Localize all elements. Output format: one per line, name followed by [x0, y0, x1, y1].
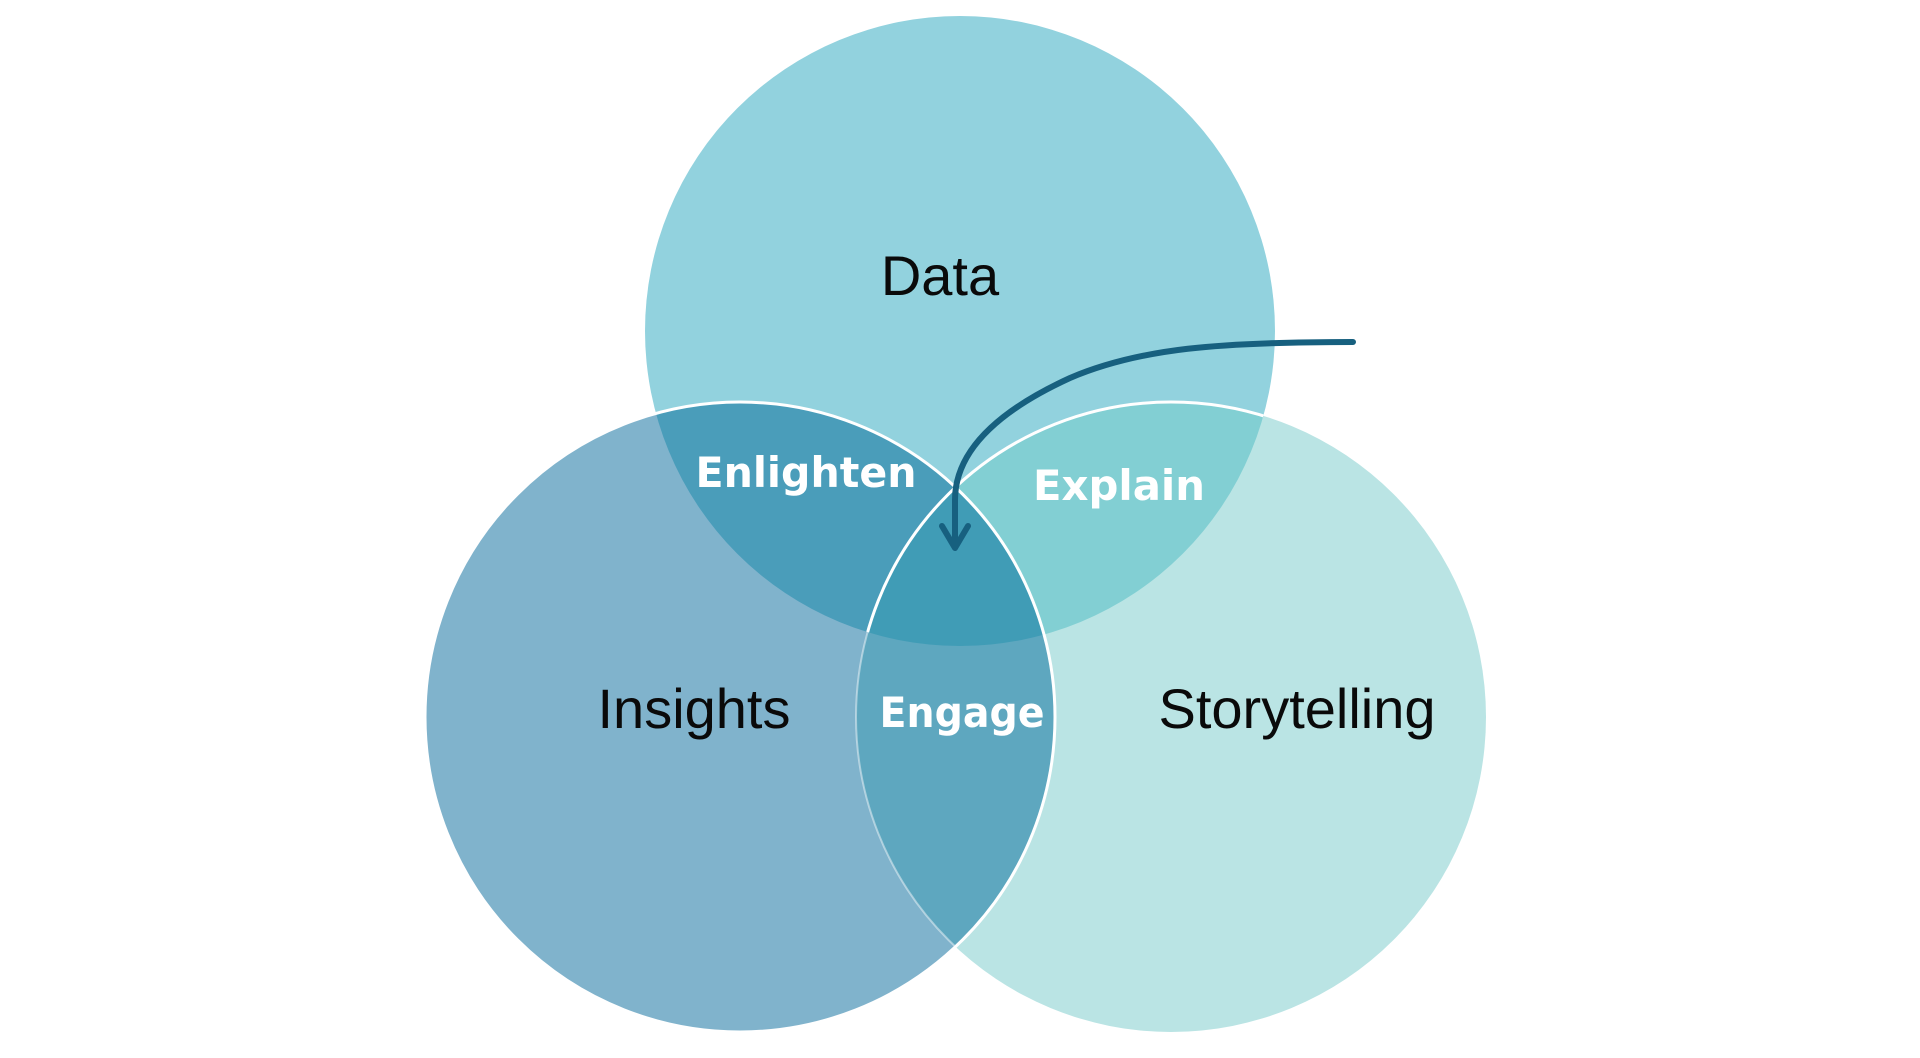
storytelling-outline-faint: [855, 402, 1055, 1032]
storytelling-outline: [854, 400, 1275, 646]
engage-label: Engage: [880, 688, 1045, 737]
explain-label: Explain: [1033, 461, 1205, 510]
arrow-curve: [952, 339, 1356, 550]
storytelling-label: Storytelling: [1158, 677, 1435, 740]
insights-outline: [423, 400, 1057, 1034]
enlighten-label: Enlighten: [696, 448, 917, 497]
data-label: Data: [881, 244, 1000, 307]
arrow-head-icon: [939, 523, 971, 551]
insights-label: Insights: [598, 677, 791, 740]
